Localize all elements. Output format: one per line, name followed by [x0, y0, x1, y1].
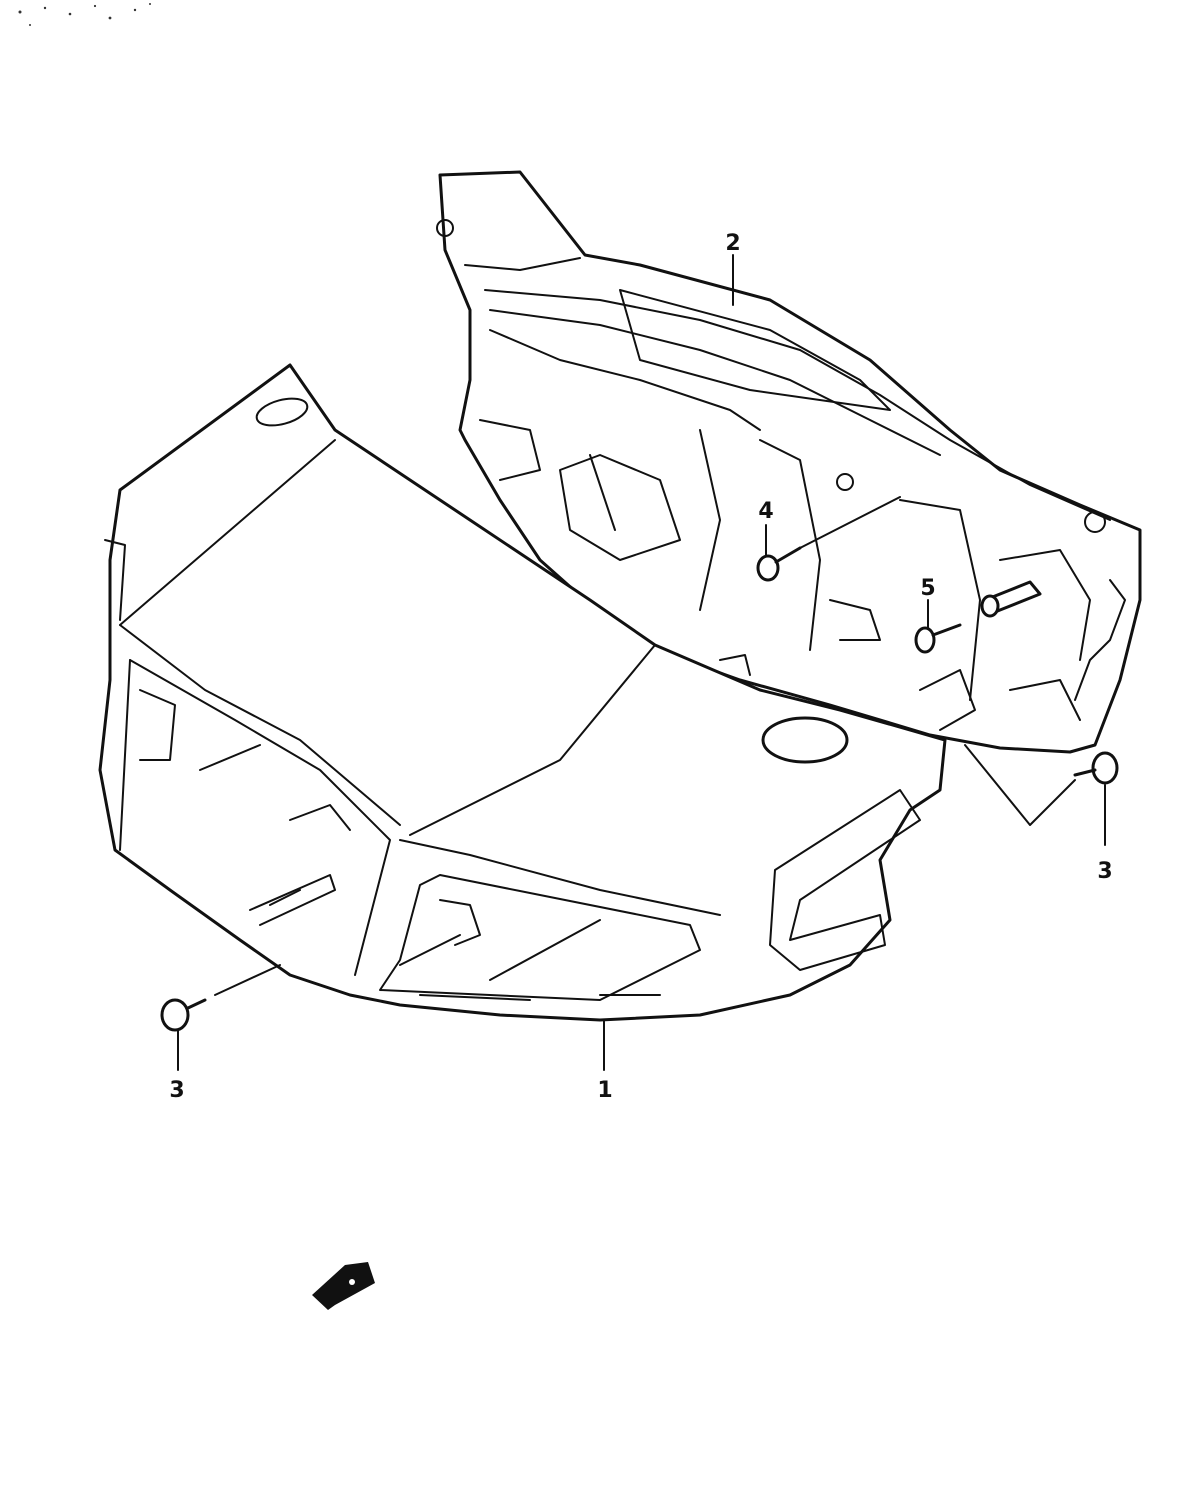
scan-noise — [18, 3, 151, 26]
label-part-2: 2 — [725, 231, 740, 256]
label-part-4: 4 — [758, 499, 773, 524]
screw-part-3-right — [964, 744, 1119, 846]
screw-part-4 — [756, 496, 901, 582]
label-part-3-right: 3 — [1097, 859, 1112, 884]
front-cover-part-1 — [98, 363, 947, 1022]
screw-part-3-left — [160, 964, 281, 1071]
label-part-1: 1 — [597, 1078, 612, 1103]
screw-part-5 — [914, 599, 962, 654]
label-part-5: 5 — [920, 576, 935, 601]
label-part-3-left: 3 — [169, 1078, 184, 1103]
pin-part-2 — [980, 580, 1042, 618]
inner-panel-part-2 — [436, 170, 1142, 754]
front-direction-arrow-icon — [312, 1262, 375, 1310]
